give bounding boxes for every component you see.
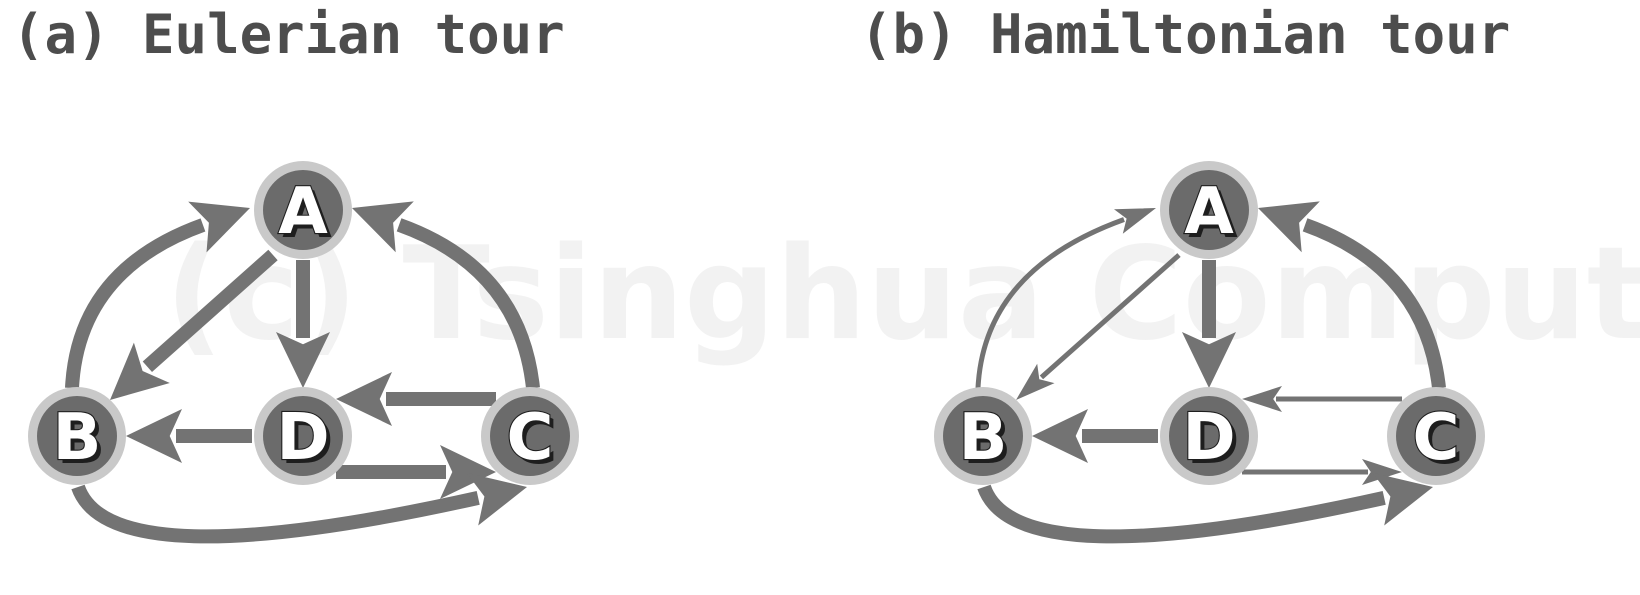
node-c-label: C: [1413, 401, 1460, 475]
node-b-label-shadow: B: [57, 405, 106, 479]
node-b: BB: [934, 387, 1032, 485]
node-b-label: B: [959, 401, 1008, 475]
node-a-fill: [1169, 170, 1249, 250]
edge-a-to-d: [276, 260, 330, 388]
watermark: (c) Tsinghua Computer: [165, 220, 1640, 369]
panel-a-edges: [65, 201, 540, 544]
edge-d-to-b: [1032, 409, 1158, 463]
node-d-label: D: [1182, 401, 1235, 475]
panel-b-nodes: AA BB CC DD: [934, 161, 1485, 485]
edge-d-to-c-arrowhead: [1362, 459, 1402, 485]
panel-b-hamiltonian: AA BB CC DD: [934, 161, 1485, 544]
node-d-label-shadow: D: [1186, 405, 1239, 479]
node-a-label: A: [278, 175, 328, 249]
node-b-fill: [943, 396, 1023, 476]
edge-b-to-c-line: [977, 484, 1386, 544]
node-d-fill: [263, 396, 343, 476]
edge-a-to-d-arrowhead: [1182, 332, 1236, 388]
edge-d-to-b-arrowhead: [1032, 409, 1088, 463]
edge-b-to-c: [71, 472, 527, 544]
node-c-label-shadow: C: [511, 405, 558, 479]
edge-c-to-a: [352, 201, 540, 389]
edge-a-to-b: [110, 249, 278, 400]
edge-d-to-c: [336, 445, 496, 499]
node-c-label-shadow: C: [1417, 405, 1464, 479]
edge-a-to-b-arrowhead: [1016, 363, 1055, 400]
node-a: AA: [254, 161, 352, 259]
panel-a-eulerian: AA BB CC DD: [28, 161, 579, 544]
node-d: DD: [1160, 387, 1258, 485]
edge-c-to-a-line: [1302, 218, 1446, 389]
edge-c-to-a-arrowhead: [352, 201, 414, 253]
node-a-label: A: [1184, 175, 1234, 249]
edge-b-to-c: [977, 472, 1433, 544]
edge-c-to-d: [1242, 386, 1402, 412]
edge-b-to-c-line: [71, 484, 480, 544]
edge-b-to-a: [975, 208, 1156, 389]
node-c: CC: [1387, 387, 1485, 485]
edge-d-to-c-arrowhead: [440, 445, 496, 499]
node-c-fill: [1396, 396, 1476, 476]
panel-b-title: (b) Hamiltonian tour: [860, 3, 1510, 66]
edge-b-to-a-line: [975, 217, 1125, 389]
node-d: DD: [254, 387, 352, 485]
edge-a-to-b: [1016, 253, 1181, 400]
edge-c-to-d-arrowhead: [336, 372, 392, 426]
edge-c-to-a-arrowhead: [1258, 201, 1320, 253]
node-b-fill: [37, 396, 117, 476]
edge-c-to-a-line: [396, 218, 540, 389]
edge-c-to-a: [1258, 201, 1446, 389]
node-d-fill: [1169, 396, 1249, 476]
edge-c-to-d: [336, 372, 496, 426]
node-a-fill: [263, 170, 343, 250]
node-a: AA: [1160, 161, 1258, 259]
edge-a-to-d-arrowhead: [276, 332, 330, 388]
node-b-label: B: [53, 401, 102, 475]
node-d-label: D: [276, 401, 329, 475]
node-d-label-shadow: D: [280, 405, 333, 479]
edge-d-to-b: [126, 409, 252, 463]
edge-b-to-a-line: [65, 218, 206, 389]
node-b: BB: [28, 387, 126, 485]
edge-d-to-c: [1242, 459, 1402, 485]
edge-a-to-b-line: [1039, 253, 1181, 380]
edge-b-to-a-arrowhead: [1114, 208, 1156, 234]
edge-a-to-b-line: [142, 249, 278, 372]
edge-a-to-d: [1182, 260, 1236, 388]
edge-b-to-a: [65, 201, 250, 389]
panel-b-edges: [975, 201, 1446, 544]
node-b-label-shadow: B: [963, 405, 1012, 479]
edge-a-to-b-arrowhead: [110, 342, 170, 400]
edge-b-to-c-arrowhead: [1372, 472, 1433, 526]
edge-b-to-c-arrowhead: [466, 472, 527, 526]
node-c-fill: [490, 396, 570, 476]
edge-c-to-d-arrowhead: [1242, 386, 1282, 412]
node-a-label-shadow: A: [282, 179, 332, 253]
panel-a-nodes: AA BB CC DD: [28, 161, 579, 485]
panel-a-title: (a) Eulerian tour: [12, 3, 565, 66]
edge-b-to-a-arrowhead: [188, 201, 250, 253]
node-c: CC: [481, 387, 579, 485]
node-a-label-shadow: A: [1188, 179, 1238, 253]
edge-d-to-b-arrowhead: [126, 409, 182, 463]
node-c-label: C: [507, 401, 554, 475]
